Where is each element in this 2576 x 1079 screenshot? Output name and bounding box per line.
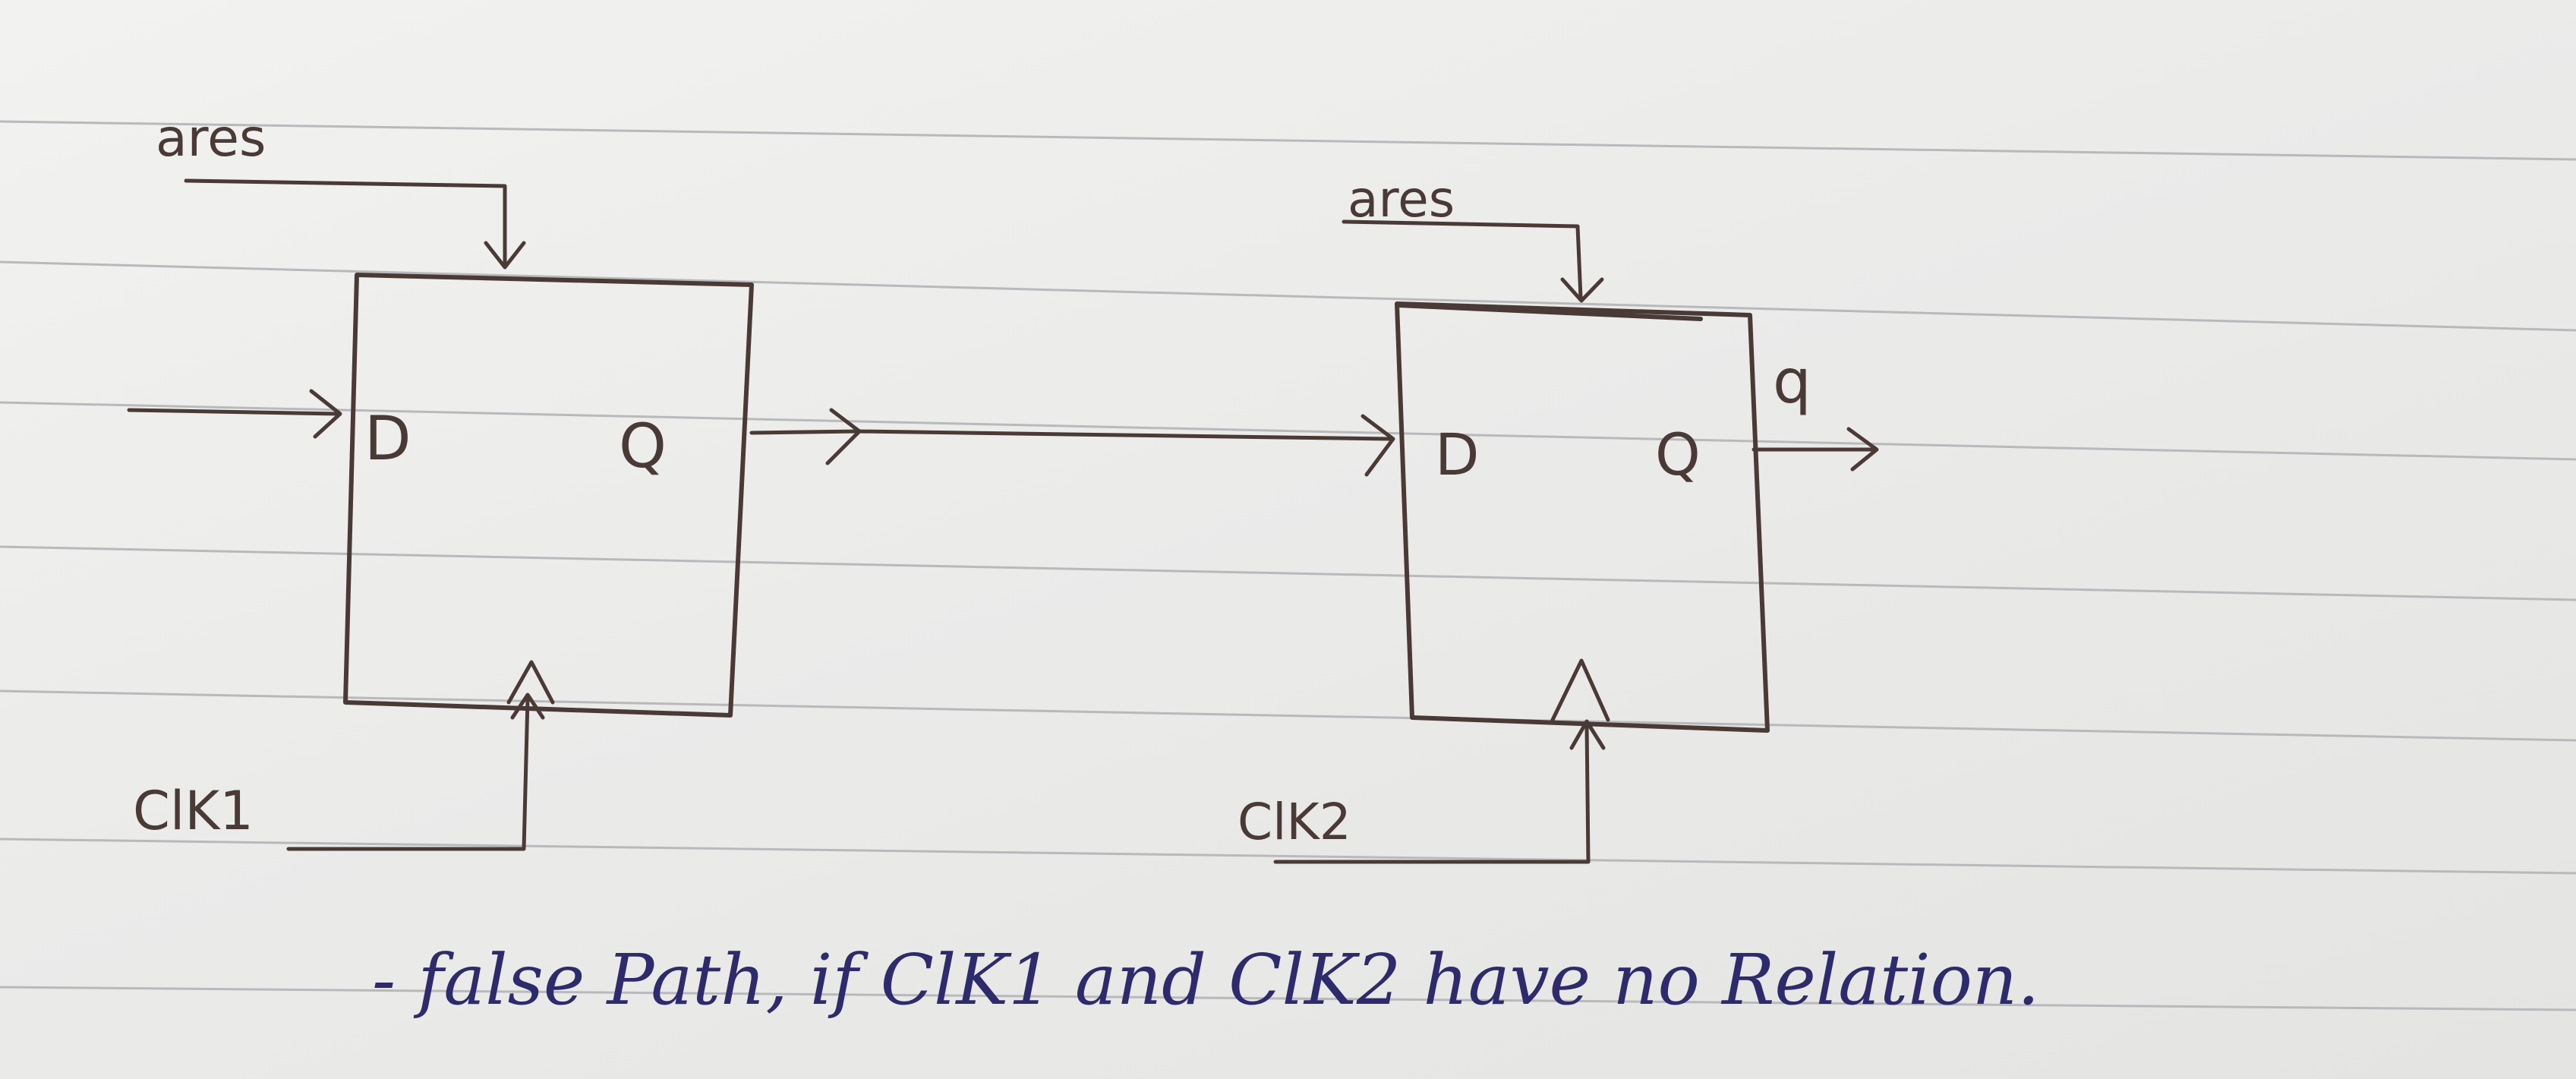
ff2-reset-label: ares (1348, 170, 1455, 229)
ff2-output-arrowhead (1846, 427, 1879, 472)
ff1-reset-arrowhead (484, 241, 526, 270)
ff2-reset-line (1342, 219, 1583, 300)
ff1-clock-arrowhead (510, 693, 545, 720)
ff2-reset-arrowhead (1560, 277, 1604, 303)
ff2-q-label: Q (1655, 421, 1701, 488)
ff1-q-label: Q (619, 411, 667, 481)
ff1-clock-label: ClK1 (133, 780, 254, 842)
ff1-d-label: D (364, 403, 411, 474)
false-path-note: - false Path, if ClK1 and ClK2 have no R… (372, 939, 2039, 1021)
ff1-clock-line (286, 696, 530, 851)
ff1-d-input-line (127, 408, 340, 416)
ff2-d-label: D (1435, 421, 1480, 488)
ff1-reset-label: ares (156, 109, 266, 169)
ff2-clock-label: ClK2 (1238, 793, 1351, 851)
q1-stub-arrow (749, 408, 862, 465)
ff2-clock-triangle (1550, 658, 1610, 722)
ff2-clock-arrowhead (1569, 719, 1606, 750)
ff1-reset-line (184, 178, 507, 268)
connection-line (856, 429, 1392, 441)
ff2-box (1395, 301, 1770, 733)
ff1-box (343, 273, 754, 718)
d2-input-arrowhead (1361, 414, 1395, 477)
flip-flop-1: ares D Q ClK1 (127, 109, 754, 851)
ff1-d-input-arrowhead (309, 389, 342, 439)
ruled-lines (0, 120, 2576, 1011)
ff1-clock-triangle (506, 660, 555, 705)
ff2-top-edge (1396, 303, 1703, 321)
ff2-clock-line (1273, 723, 1591, 864)
flip-flop-2: ares D Q q ClK2 (1238, 170, 1879, 864)
q1-to-d2-wire (749, 408, 1395, 477)
ff2-output-label: q (1773, 346, 1811, 417)
